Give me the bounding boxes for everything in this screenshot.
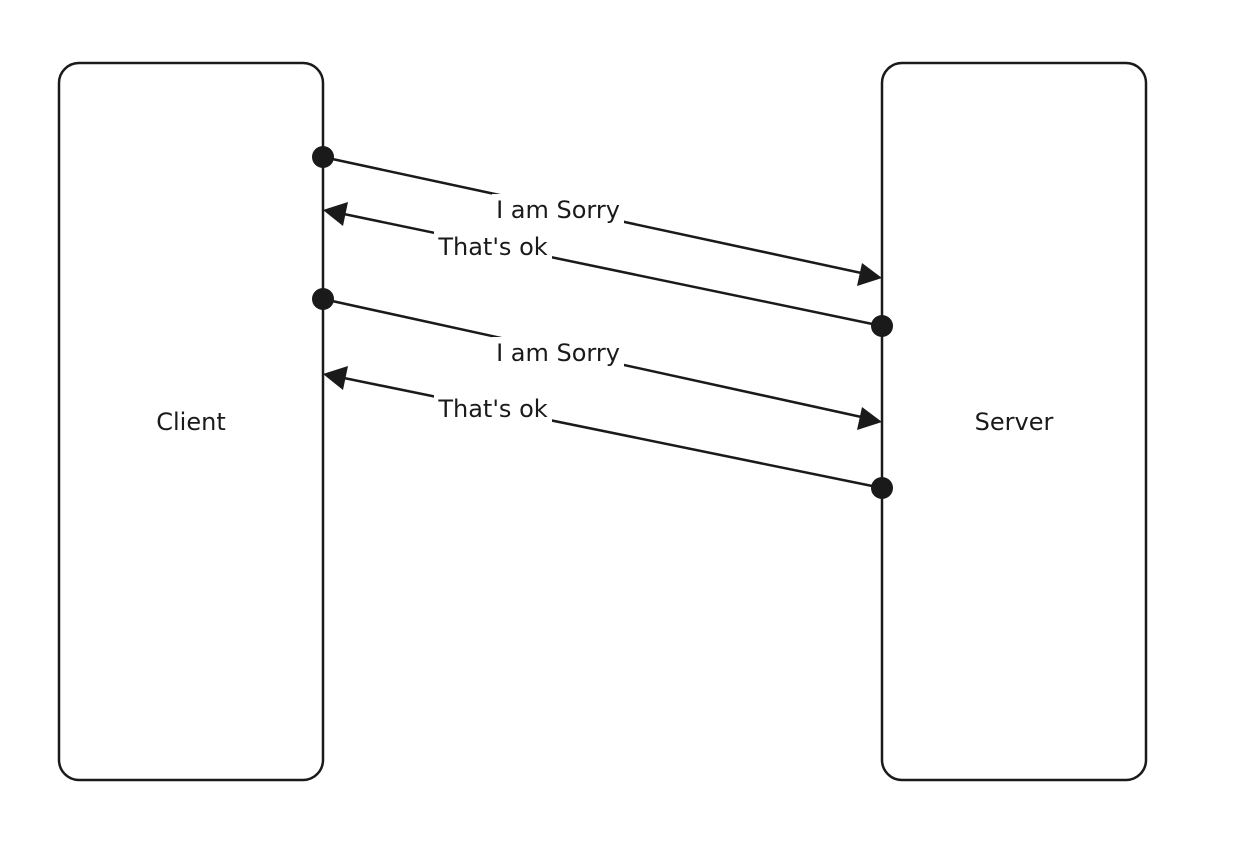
message-4-label: That's ok [437, 395, 547, 423]
server-node[interactable]: Server [880, 61, 1148, 782]
message-3-start-dot [312, 288, 334, 310]
message-4[interactable]: That's ok [323, 366, 893, 499]
message-1-arrowhead [857, 263, 882, 286]
message-2-line [338, 211, 883, 328]
message-4-arrowhead [323, 366, 348, 390]
server-label: Server [975, 408, 1054, 436]
message-2-start-dot [871, 315, 893, 337]
message-1[interactable]: I am Sorry [312, 146, 882, 286]
message-4-start-dot [871, 477, 893, 499]
message-3[interactable]: I am Sorry [312, 288, 882, 430]
message-1-label-bg [492, 194, 624, 224]
client-label: Client [156, 408, 225, 436]
message-1-start-dot [312, 146, 334, 168]
message-1-label: I am Sorry [496, 196, 620, 224]
message-4-label-bg [434, 393, 552, 423]
message-3-label: I am Sorry [496, 339, 620, 367]
client-node[interactable]: Client [57, 61, 325, 782]
message-3-arrowhead [857, 407, 882, 430]
client-box [57, 61, 325, 782]
message-3-label-bg [492, 337, 624, 367]
message-2-arrowhead [323, 202, 348, 226]
server-box [880, 61, 1148, 782]
message-2[interactable]: That's ok [323, 202, 893, 337]
message-2-label-bg [434, 230, 552, 260]
message-4-line [338, 375, 883, 490]
message-2-label: That's ok [437, 233, 547, 261]
